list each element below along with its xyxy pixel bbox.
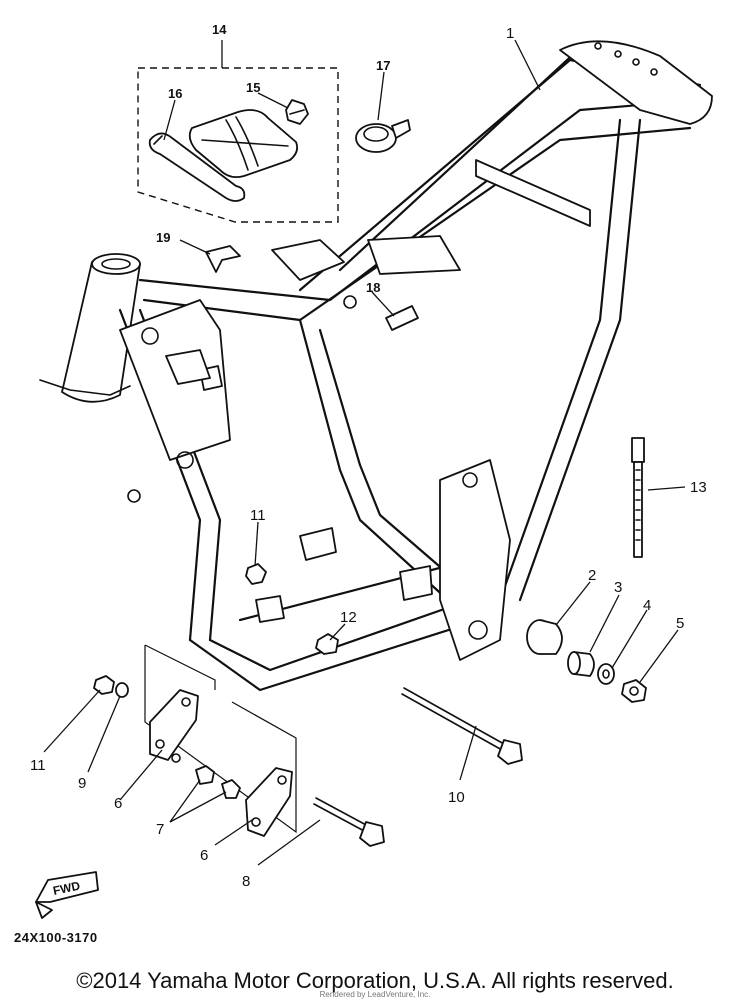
callout-13: 13 <box>690 479 707 496</box>
watermark-credit: Rendered by LeadVenture, Inc. <box>319 990 431 999</box>
callout-18: 18 <box>366 280 380 295</box>
nut-icon-5 <box>621 679 647 703</box>
band-clamp-icon <box>385 305 419 331</box>
callout-6-lower: 6 <box>200 847 208 864</box>
cable-tie-icon <box>631 437 645 558</box>
pivot-bushing-icon <box>526 619 563 655</box>
callout-10: 10 <box>448 789 465 806</box>
callout-2: 2 <box>588 567 596 584</box>
collar-icon <box>567 651 595 677</box>
fwd-arrow-icon: FWD <box>35 871 99 919</box>
callout-1: 1 <box>506 25 514 42</box>
callout-17: 17 <box>376 58 390 73</box>
callout-3: 3 <box>614 579 622 596</box>
callout-14: 14 <box>212 22 227 37</box>
callout-16: 16 <box>168 86 182 101</box>
callout-11-lower: 11 <box>30 757 46 774</box>
callout-12: 12 <box>340 609 357 626</box>
diagram-code: 24X100-3170 <box>14 930 98 945</box>
bolt-icon-8 <box>313 797 385 847</box>
tool-kit-group <box>137 40 339 223</box>
washer-icon <box>597 663 615 685</box>
callout-15: 15 <box>246 80 260 95</box>
leader-lines <box>43 39 686 866</box>
callout-19: 19 <box>156 230 170 245</box>
grommet-icon <box>355 119 411 153</box>
copyright-notice: ©2014 Yamaha Motor Corporation, U.S.A. A… <box>76 968 674 993</box>
nut-icon-11-upper <box>245 563 267 585</box>
nut-icon-12 <box>315 633 339 655</box>
nut-icon-11-lower <box>93 675 115 695</box>
long-bolt-icon <box>401 687 523 765</box>
callout-11-upper: 11 <box>250 507 266 524</box>
engine-bracket-group <box>144 644 297 837</box>
callout-8: 8 <box>242 873 250 890</box>
washer-icon-9 <box>115 682 129 698</box>
callout-4: 4 <box>643 597 651 614</box>
callout-6-upper: 6 <box>114 795 122 812</box>
callout-9: 9 <box>78 775 86 792</box>
fwd-label: FWD <box>52 878 82 897</box>
tool-bag-icon <box>188 109 299 179</box>
motorcycle-frame <box>39 40 713 692</box>
callout-5: 5 <box>676 615 684 632</box>
callout-labels: 1 2 3 4 5 6 6 7 8 9 10 11 11 12 13 14 15… <box>30 22 707 890</box>
small-bracket-icon <box>205 245 241 273</box>
callout-7: 7 <box>156 821 164 838</box>
plug-icon <box>285 99 309 125</box>
